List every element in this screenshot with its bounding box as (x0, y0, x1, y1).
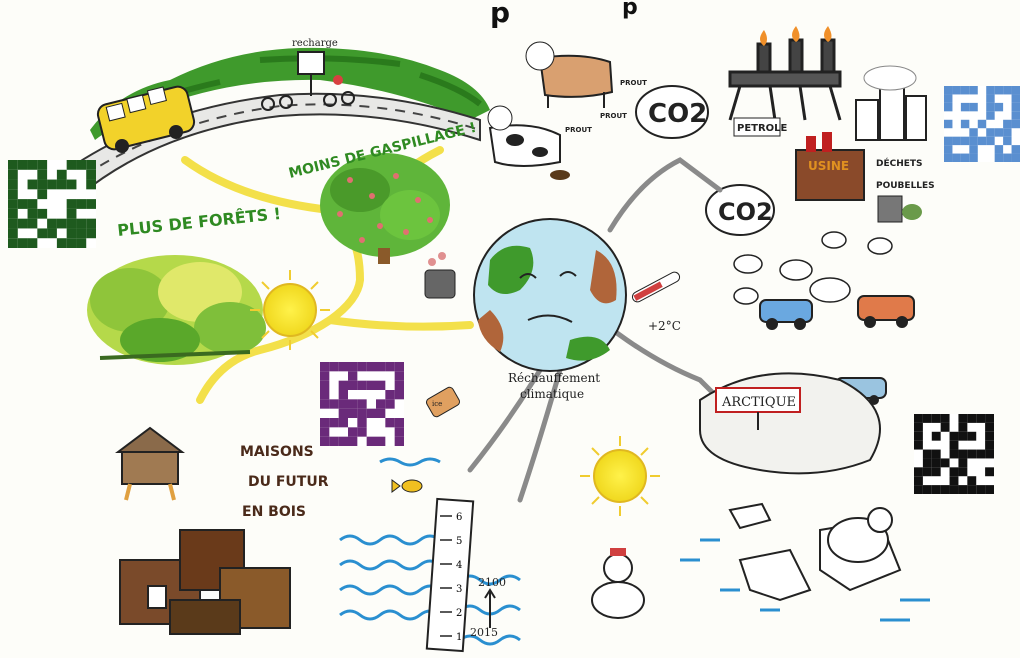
gauge-labels: 6 5 4 3 2 1 (456, 512, 462, 643)
gauge-ticks (440, 515, 452, 637)
fire-icon (760, 26, 832, 46)
year-2100-label: 2100 (478, 576, 506, 589)
maisons-line2: DU FUTUR (248, 474, 329, 490)
prout-label-2: PROUT (620, 79, 647, 87)
gauge-mark: 1 (456, 632, 462, 643)
dechets-label: DÉCHETS (876, 157, 923, 169)
fish-icon (391, 479, 423, 493)
exhaust-clouds (733, 231, 893, 305)
maisons-line3: EN BOIS (242, 504, 306, 520)
forest-icon (87, 255, 266, 365)
plus-forets-label: PLUS DE FORÊTS ! (116, 204, 281, 240)
qr-code-icon (944, 86, 1020, 162)
bus-icon (96, 85, 196, 153)
sun-icon (250, 270, 330, 350)
bottle-icon: ice (425, 386, 461, 418)
svg-text:p: p (622, 0, 638, 20)
gauge-mark: 2 (456, 608, 462, 619)
gauge-mark: 3 (456, 584, 462, 595)
co2-label-top: CO2 (648, 99, 707, 129)
gauge-mark: 6 (456, 512, 462, 523)
co2-cloud-top: CO2 (635, 85, 709, 139)
cow-icon (525, 41, 614, 108)
qr-code-green[interactable] (8, 160, 96, 248)
compost-pot-icon (424, 252, 456, 299)
qr-code-icon (8, 160, 96, 248)
co2-cloud-mid: CO2 (705, 184, 775, 236)
sea-waves (339, 457, 521, 646)
petrole-label: PETROLE (737, 123, 788, 134)
qr-code-black[interactable] (914, 414, 994, 494)
car-icon-orange (857, 295, 915, 328)
factory-icon: USINE (795, 132, 865, 201)
snowman-icon (591, 548, 645, 619)
gauge-mark: 5 (456, 536, 462, 547)
recharge-label: recharge (292, 38, 338, 49)
prout-label-1: PROUT (565, 126, 592, 134)
maisons-line1: MAISONS (240, 444, 314, 460)
road (58, 92, 481, 197)
arctic-sea-lines (680, 538, 930, 622)
bottle-label: ice (432, 400, 442, 408)
polar-bear-icon (827, 507, 893, 563)
bicycle-icon (261, 75, 355, 111)
car-icon-blue (759, 299, 813, 330)
rechauffement-line2: climatique (520, 387, 584, 401)
year-2015-label: 2015 (470, 626, 498, 639)
sun-icon-right (580, 436, 660, 516)
apple-tree-icon (320, 153, 450, 264)
qr-code-purple[interactable] (320, 362, 404, 446)
wooden-house-icon (119, 529, 291, 635)
city-icon (855, 87, 927, 141)
gauge-mark: 4 (456, 560, 462, 571)
mind-map-branches (467, 157, 763, 503)
oil-rig-icon (728, 38, 842, 121)
sea-level-gauge (425, 497, 475, 653)
temperature-label: +2°C (648, 319, 681, 333)
thermometer-icon (631, 271, 681, 303)
rechauffement-line1: Réchauffement (508, 371, 600, 385)
arctique-label: ARCTIQUE (721, 395, 796, 410)
cow-icon-2 (487, 105, 570, 180)
title-fragment: p (490, 0, 510, 29)
co2-label-mid: CO2 (718, 198, 773, 226)
usine-label: USINE (808, 159, 849, 173)
qr-code-blue[interactable] (944, 86, 1020, 162)
qr-code-icon (914, 414, 994, 494)
qr-code-icon (320, 362, 404, 446)
earth-icon (473, 218, 627, 372)
charging-station: recharge (292, 38, 338, 96)
flying-house-icon (115, 426, 185, 501)
poubelles-label: POUBELLES (876, 181, 935, 191)
prout-label-3: PROUT (600, 112, 627, 120)
trash-bin-icon (877, 195, 922, 223)
